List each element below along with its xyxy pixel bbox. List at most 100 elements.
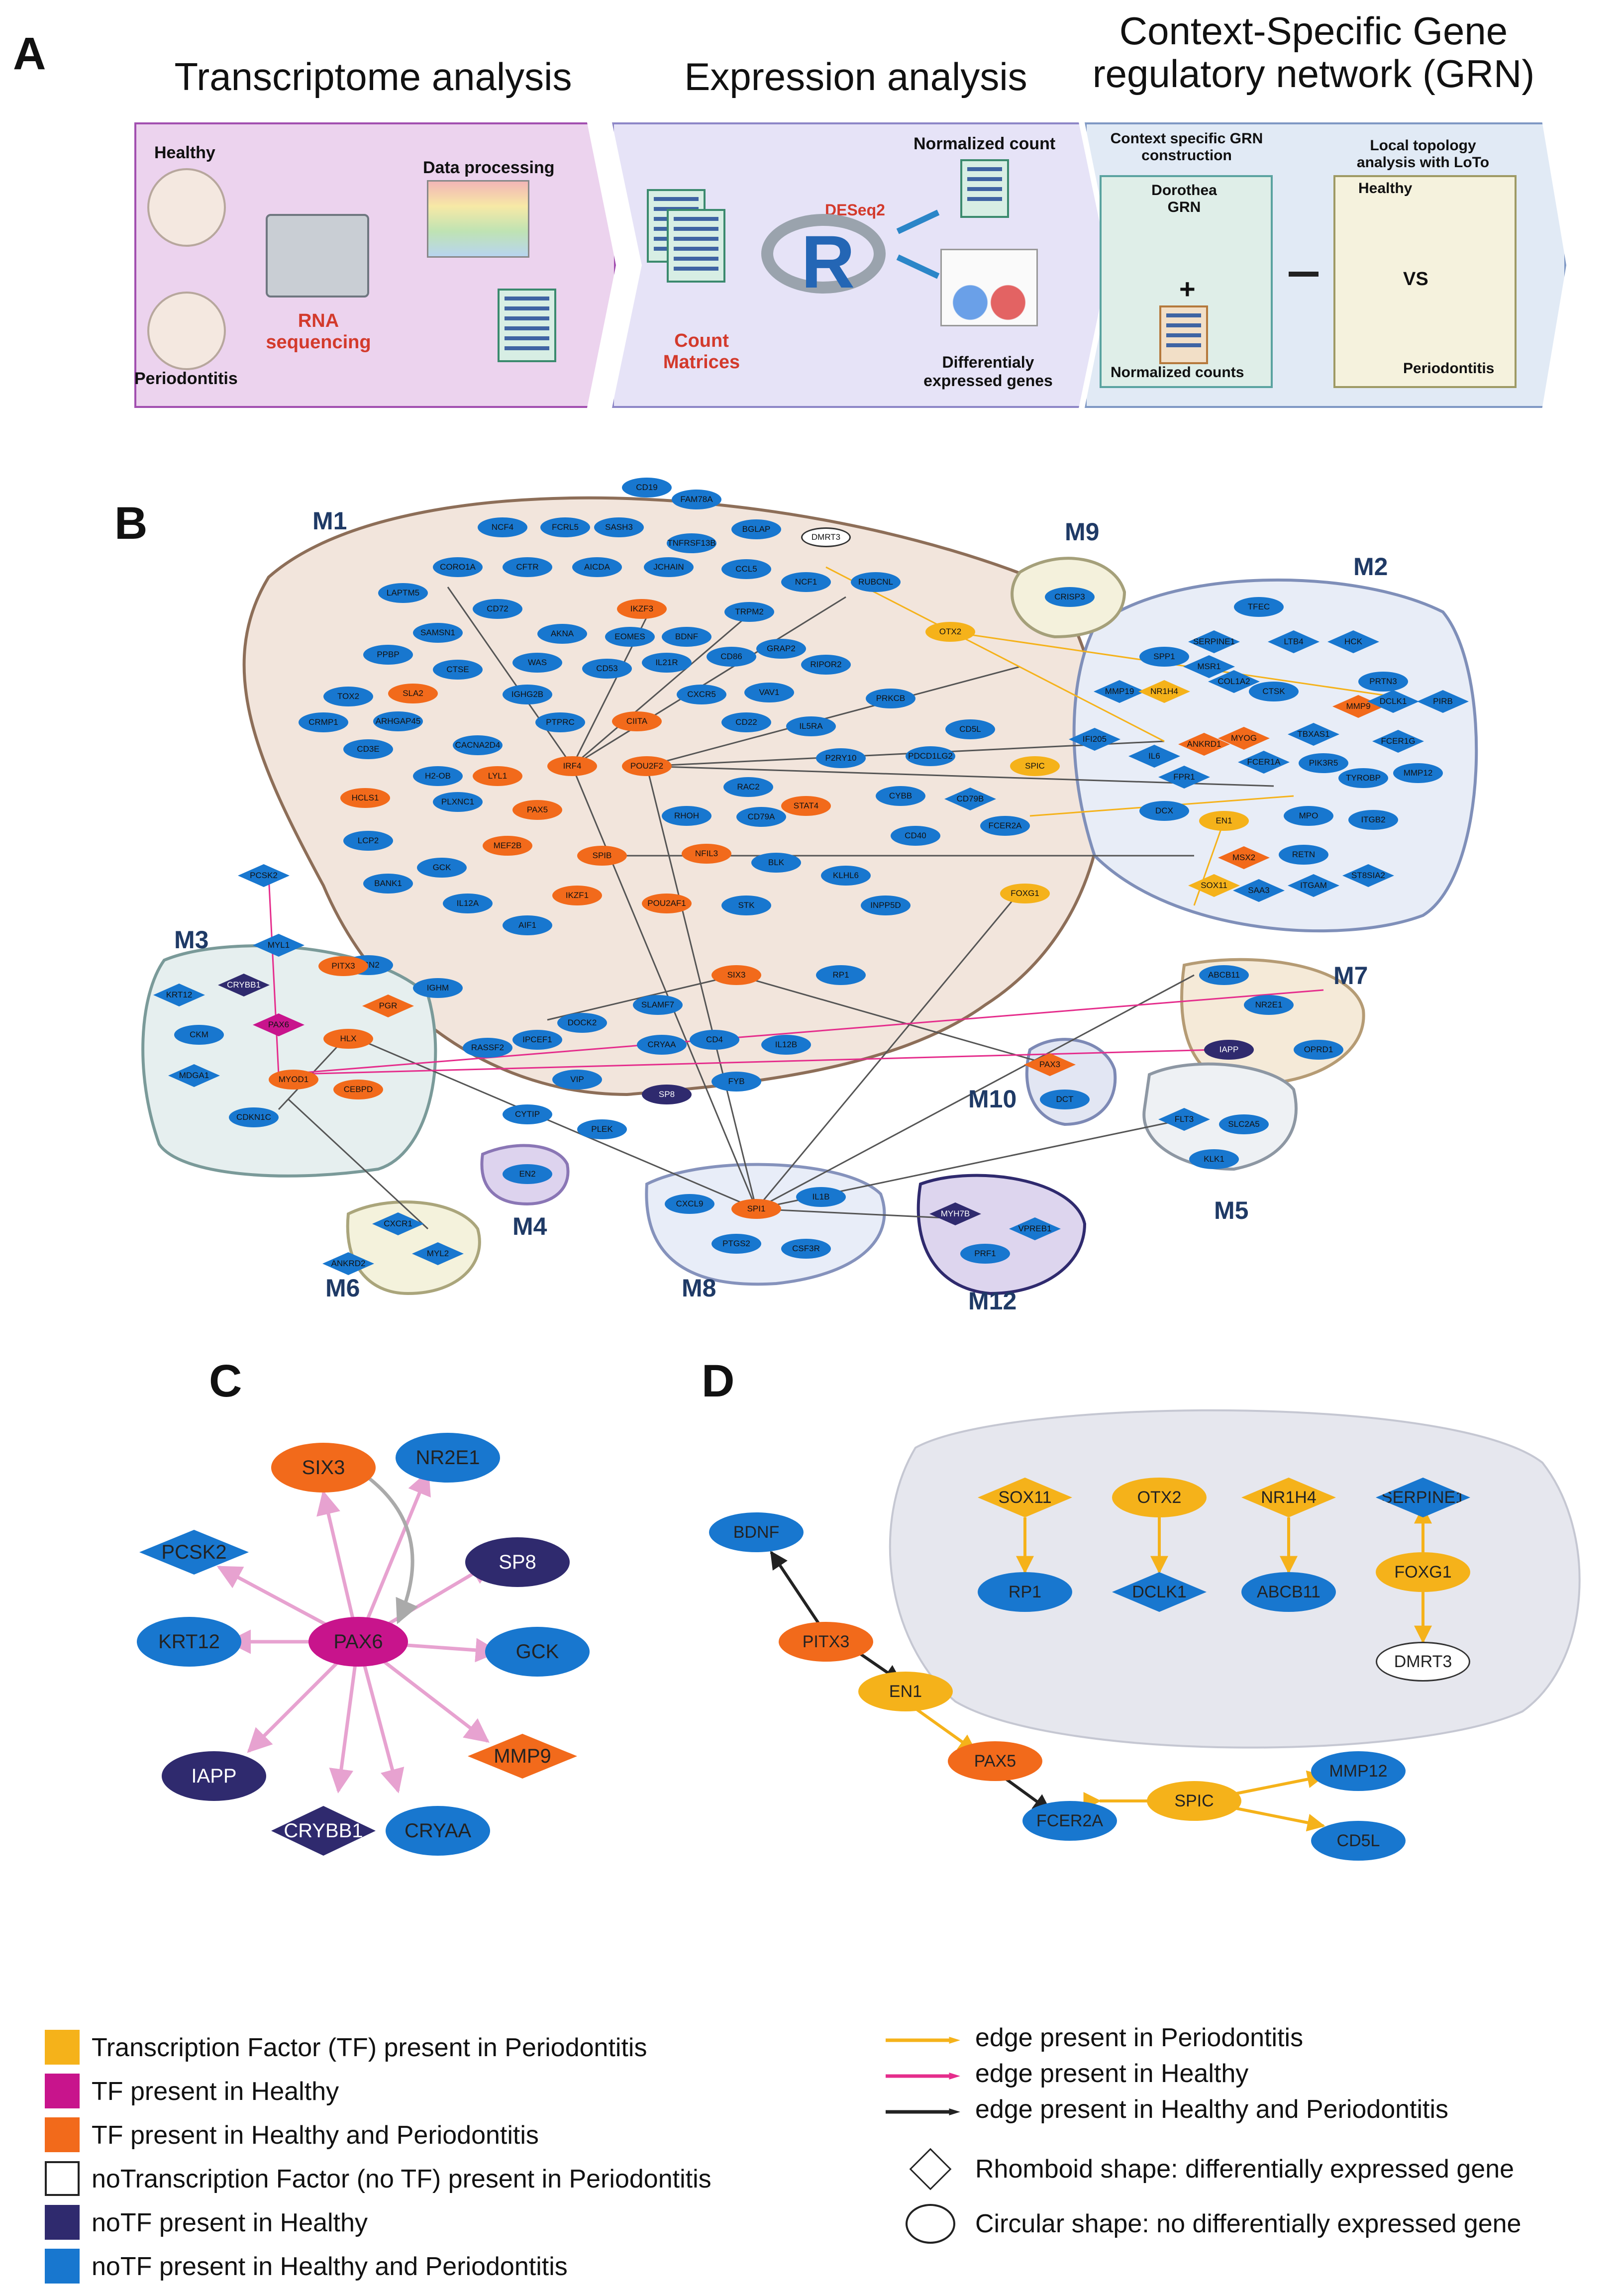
edge-pitx3-bdnf [770, 1551, 822, 1628]
module-label-m4: M4 [512, 1212, 547, 1240]
node-crisp3: CRISP3 [1045, 587, 1095, 607]
node-cd5l: CD5L [945, 719, 995, 739]
node-ppbp: PPBP [363, 645, 413, 665]
node-vip: VIP [552, 1070, 602, 1090]
node-pax3: PAX3 [1024, 1053, 1076, 1076]
node-ikzf1: IKZF1 [552, 886, 602, 905]
module-backgrounds [141, 496, 1478, 1295]
node-pirb: PIRB [1417, 690, 1469, 713]
node-d-en1: EN1 [858, 1672, 953, 1711]
panel-c-letter: C [209, 1356, 242, 1406]
edge-pax6-crybb1 [329, 1641, 360, 1793]
legend-node-label: noTranscription Factor (no TF) present i… [92, 2165, 711, 2193]
edge-pax6-cryaa [356, 1641, 405, 1793]
node-d-foxg1: FOXG1 [1376, 1552, 1470, 1592]
node-laptm5: LAPTM5 [378, 583, 428, 603]
node-plek: PLEK [577, 1119, 627, 1139]
normalized-count-label: Normalized count [914, 134, 1056, 153]
node-cd19: CD19 [622, 478, 672, 497]
node-stat4: STAT4 [781, 796, 831, 816]
node-cacna2d4: CACNA2D4 [453, 735, 503, 755]
node-cd79b: CD79B [944, 788, 996, 810]
node-ptprc: PTPRC [535, 712, 585, 732]
local-title-label: Local topology analysis with LoTo [1356, 137, 1490, 171]
node-mef2b: MEF2B [483, 836, 532, 856]
module-label-m3: M3 [174, 926, 209, 954]
node-tox2: TOX2 [323, 687, 373, 706]
node-abcb11: ABCB11 [1199, 965, 1249, 985]
context-title-label: Context specific GRN construction [1110, 130, 1263, 164]
node-tnfrsf13b: TNFRSF13B [667, 533, 716, 553]
edge-b [288, 1098, 429, 1230]
node-hlx: HLX [323, 1029, 373, 1049]
node-spib: SPIB [577, 846, 627, 866]
node-ipcef1: IPCEF1 [512, 1030, 562, 1050]
node-ccl5: CCL5 [721, 559, 771, 579]
healthy-gum-icon [147, 168, 226, 247]
module-m3-area [141, 944, 437, 1178]
node-myl1: MYL1 [253, 934, 304, 957]
node-d-serpine1: SERPINE1 [1376, 1478, 1470, 1517]
node-aicda: AICDA [572, 557, 622, 577]
node-mmp19: MMP19 [1094, 680, 1145, 703]
normalized-doc-icon [960, 159, 1009, 218]
node-prf1: PRF1 [960, 1244, 1010, 1264]
node-bank1: BANK1 [363, 874, 413, 894]
node-mmp12: MMP12 [1393, 763, 1443, 783]
module-label-m12: M12 [968, 1287, 1017, 1315]
node-cebpd: CEBPD [333, 1080, 383, 1099]
edge-b [646, 765, 1274, 787]
node-ankrd1: ANKRD1 [1178, 733, 1230, 756]
node-rassf2: RASSF2 [463, 1038, 512, 1058]
node-d-otx2: OTX2 [1112, 1478, 1207, 1517]
node-ncf1: NCF1 [781, 572, 831, 592]
count-doc-icon-2 [667, 209, 725, 283]
node-grap2: GRAP2 [756, 639, 806, 659]
legend-node-label: TF present in Healthy [92, 2077, 339, 2106]
legend-edge-label: edge present in Periodontitis [975, 2023, 1304, 2052]
node-st8sia2: ST8SIA2 [1342, 864, 1394, 887]
arrow-to-loto [1289, 272, 1319, 277]
expression-title: Expression analysis [684, 55, 1027, 99]
node-vpreb1: VPREB1 [1009, 1217, 1061, 1240]
node-saa3: SAA3 [1233, 879, 1285, 902]
node-c-mmp9: MMP9 [468, 1734, 577, 1779]
dorothea-label: Dorothea GRN [1151, 182, 1217, 215]
legend-shape-label: Rhomboid shape: differentially expressed… [975, 2155, 1515, 2184]
legend-edge-arrow [886, 2037, 960, 2044]
node-il6: IL6 [1128, 745, 1180, 768]
node-c-nr2e1: NR2E1 [396, 1433, 500, 1483]
node-cryaa: CRYAA [637, 1035, 687, 1055]
node-c-krt12: KRT12 [137, 1617, 241, 1667]
legend-swatch [45, 2074, 80, 2108]
node-fpr1: FPR1 [1158, 766, 1210, 789]
node-rhoh: RHOH [662, 806, 711, 826]
module-label-m6: M6 [325, 1274, 360, 1302]
module-m2-area [1072, 578, 1478, 933]
plus-label: + [1179, 273, 1196, 304]
node-c-crybb1: CRYBB1 [271, 1806, 376, 1856]
edge-b [756, 1208, 966, 1220]
node-blk: BLK [751, 853, 801, 873]
edge-six3-pax6 [367, 1476, 418, 1624]
node-cdkn1c: CDKN1C [229, 1107, 279, 1127]
node-krt12: KRT12 [153, 984, 205, 1006]
node-vav1: VAV1 [744, 683, 794, 702]
node-ankrd2: ANKRD2 [322, 1252, 374, 1275]
legend-node-label: noTF present in Healthy and Periodontiti… [92, 2252, 568, 2281]
edge-spic-cd5l [1223, 1804, 1325, 1832]
node-d-sox11: SOX11 [978, 1478, 1072, 1517]
node-spp1: SPP1 [1139, 647, 1189, 667]
edge-pax6-nr2e1 [356, 1470, 431, 1643]
node-crmp1: CRMP1 [299, 712, 348, 732]
legend-swatch [45, 2161, 80, 2196]
loto-periodontitis-label: Periodontitis [1403, 360, 1495, 377]
node-jchain: JCHAIN [644, 557, 694, 577]
node-aif1: AIF1 [503, 915, 552, 935]
node-nr2e1: NR2E1 [1244, 995, 1294, 1015]
node-rp1: RP1 [816, 965, 866, 985]
node-prtn3: PRTN3 [1358, 672, 1408, 692]
node-cybb: CYBB [876, 786, 925, 806]
node-dmrt3: DMRT3 [801, 527, 851, 547]
